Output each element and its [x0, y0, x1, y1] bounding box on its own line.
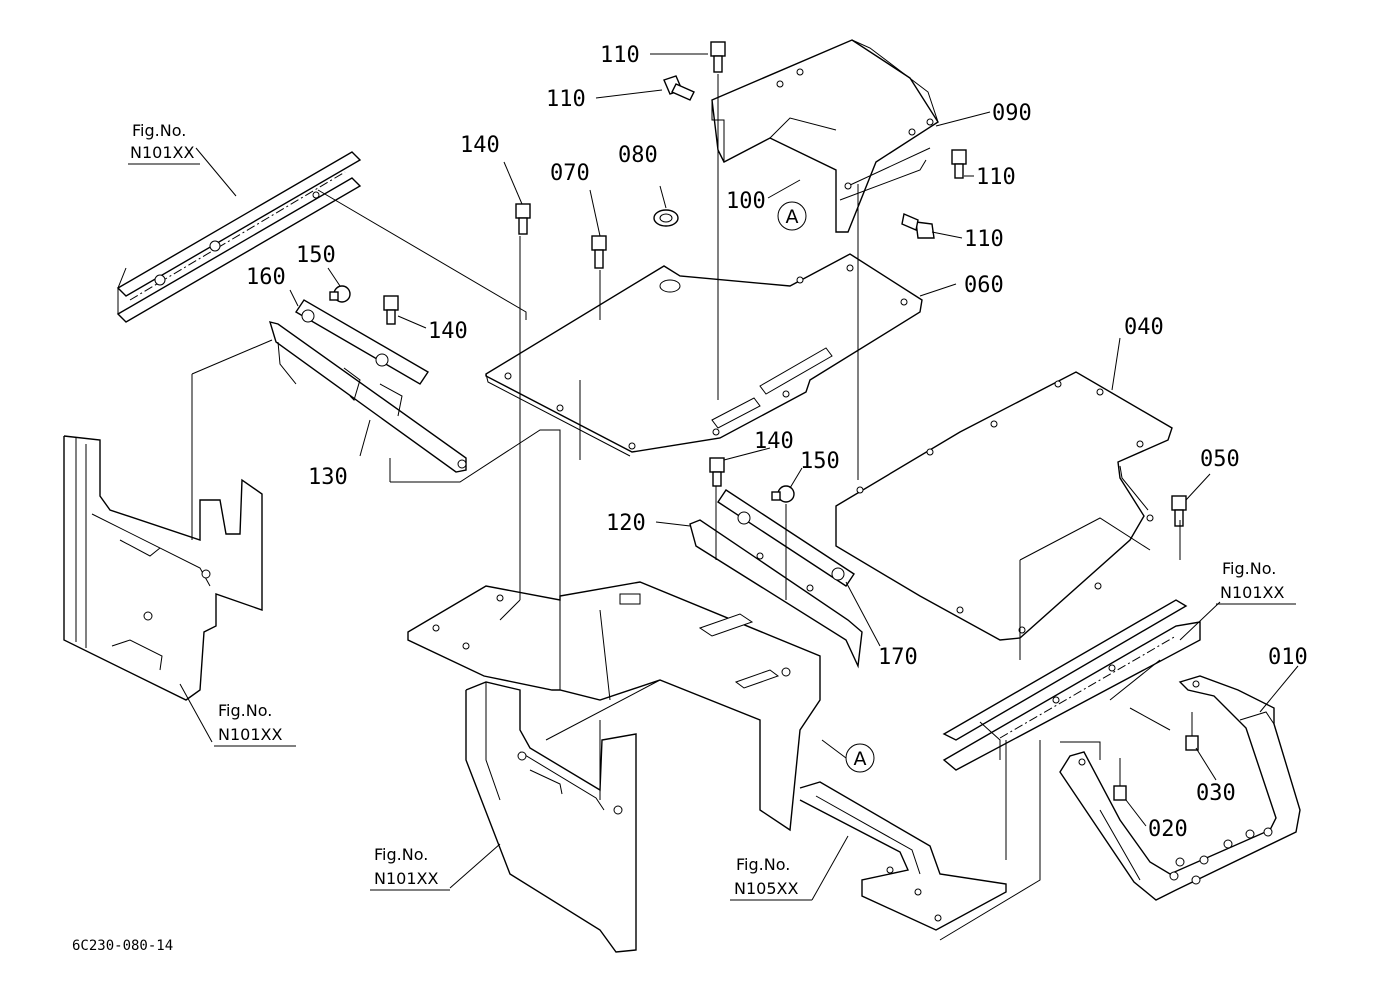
- bolt-150-left: [329, 285, 351, 303]
- part-090-cover: [711, 39, 939, 233]
- svg-text:A: A: [786, 206, 799, 228]
- frame-column-left: [63, 435, 263, 701]
- frame-rail-right: [942, 599, 1201, 771]
- callout-100: 100: [726, 189, 766, 214]
- callout-110: 110: [546, 87, 586, 112]
- part-060-plate: [485, 253, 923, 457]
- callout-140: 140: [428, 319, 468, 344]
- assembly-lines: [191, 74, 1181, 941]
- callout-labels: 110 110 090 110 110 100 080 070 140 060 …: [246, 43, 1308, 842]
- callout-110: 110: [976, 165, 1016, 190]
- callout-070: 070: [550, 161, 590, 186]
- svg-text:Fig.No.: Fig.No.: [374, 845, 428, 864]
- callout-120: 120: [606, 511, 646, 536]
- svg-text:N101XX: N101XX: [130, 143, 194, 162]
- callout-010: 010: [1268, 645, 1308, 670]
- figure-reference-bottom-left: Fig.No. N101XX: [214, 701, 296, 747]
- callout-040: 040: [1124, 315, 1164, 340]
- callout-090: 090: [992, 101, 1032, 126]
- svg-text:Fig.No.: Fig.No.: [218, 701, 272, 720]
- callout-050: 050: [1200, 447, 1240, 472]
- bolt-140-left: [383, 295, 399, 325]
- callout-110: 110: [600, 43, 640, 68]
- figure-reference-right: Fig.No. N101XX: [1216, 559, 1296, 605]
- figure-reference-bottom-right: Fig.No. N105XX: [730, 855, 812, 901]
- callout-150: 150: [800, 449, 840, 474]
- frame-center-assembly: [407, 581, 821, 832]
- svg-text:Fig.No.: Fig.No.: [1222, 559, 1276, 578]
- svg-text:Fig.No.: Fig.No.: [736, 855, 790, 874]
- svg-text:N101XX: N101XX: [218, 725, 282, 744]
- part-010-step: [1059, 675, 1301, 901]
- bolt-050: [1171, 495, 1187, 527]
- frame-rail-bottom-right: [799, 781, 1007, 931]
- bolt-070: [591, 235, 607, 269]
- bolt-140-top: [515, 203, 531, 235]
- callout-080: 080: [618, 143, 658, 168]
- svg-text:N101XX: N101XX: [1220, 583, 1284, 602]
- bolt-110-left: [663, 75, 695, 101]
- bolt-110-right-upper: [951, 149, 967, 179]
- callout-020: 020: [1148, 817, 1188, 842]
- callout-140: 140: [754, 429, 794, 454]
- bolt-140-center: [709, 457, 725, 487]
- svg-text:N105XX: N105XX: [734, 879, 798, 898]
- grommet-080: [653, 209, 679, 227]
- bolt-110-top: [710, 41, 726, 73]
- callout-170: 170: [878, 645, 918, 670]
- bolt-150-center: [771, 485, 795, 503]
- marker-a-bottom: A: [845, 743, 875, 773]
- callout-150: 150: [296, 243, 336, 268]
- bolt-110-right-lower: [901, 213, 935, 239]
- frame-column-center: [465, 681, 637, 953]
- callout-130: 130: [308, 465, 348, 490]
- marker-a-top: A: [777, 201, 807, 231]
- callout-140: 140: [460, 133, 500, 158]
- figure-reference-bottom-center: Fig.No. N101XX: [370, 845, 450, 891]
- part-120-bracket: [689, 519, 863, 669]
- svg-text:A: A: [854, 748, 867, 770]
- frame-rail-top-left: [116, 151, 362, 323]
- part-130-bracket: [268, 321, 467, 473]
- figure-reference-top-left: Fig.No. N101XX: [128, 121, 200, 165]
- part-160-strip: [295, 299, 429, 385]
- callout-110: 110: [964, 227, 1004, 252]
- bolt-020: [1113, 758, 1127, 801]
- callout-160: 160: [246, 265, 286, 290]
- part-040-plate: [835, 371, 1173, 641]
- callout-060: 060: [964, 273, 1004, 298]
- drawing-code: 6C230-080-14: [72, 938, 173, 954]
- svg-text:Fig.No.: Fig.No.: [132, 121, 186, 140]
- bolt-030: [1185, 712, 1199, 751]
- leader-lines: [179, 53, 1299, 901]
- callout-030: 030: [1196, 781, 1236, 806]
- svg-text:N101XX: N101XX: [374, 869, 438, 888]
